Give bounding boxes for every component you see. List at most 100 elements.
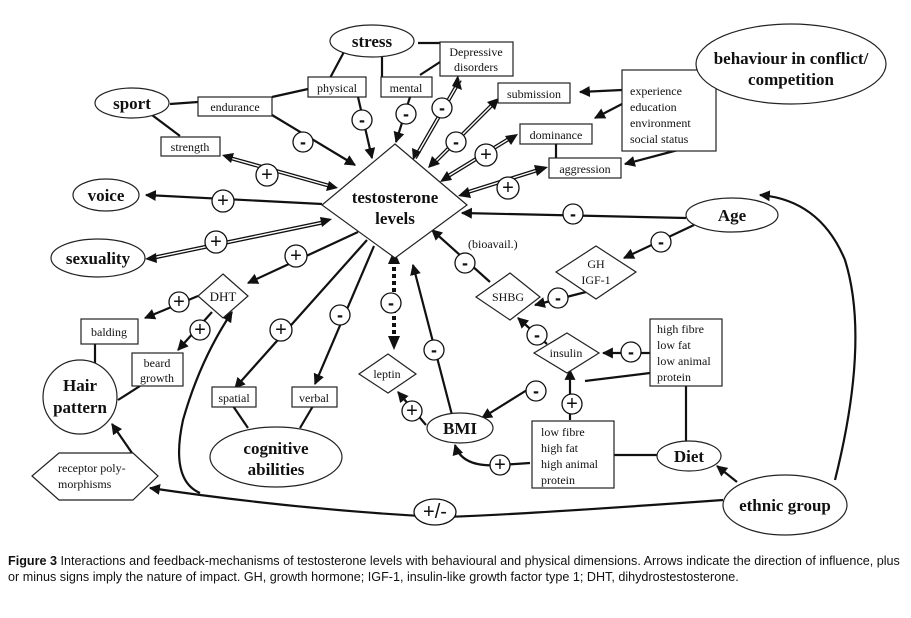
svg-text:leptin: leptin xyxy=(373,367,400,381)
svg-text:+: + xyxy=(217,190,229,212)
edge-testosterone-spatial xyxy=(234,239,368,389)
svg-text:+: + xyxy=(275,319,287,341)
svg-text:aggression: aggression xyxy=(559,162,610,176)
signs: - - - - - + + + + + + + + + - - - + - - … xyxy=(168,97,672,526)
sign-minus: - xyxy=(292,131,314,153)
svg-text:+: + xyxy=(494,454,506,476)
sign-plus: + xyxy=(496,176,520,200)
svg-text:-: - xyxy=(658,232,664,252)
sign-minus: - xyxy=(423,339,445,361)
sign-minus: - xyxy=(445,131,467,153)
box-healthy-diet: high fibre low fat low animal protein xyxy=(649,318,723,387)
svg-text:high fat: high fat xyxy=(541,441,579,455)
bioavail-label: (bioavail.) xyxy=(468,237,518,251)
svg-text:GH: GH xyxy=(587,257,605,271)
sign-minus: - xyxy=(351,109,373,131)
svg-text:behaviour in conflict/: behaviour in conflict/ xyxy=(714,49,869,68)
figure-caption: Figure 3 Interactions and feedback-mecha… xyxy=(8,553,903,585)
sign-minus: - xyxy=(547,287,569,309)
box-aggression: aggression xyxy=(548,157,622,179)
node-diet: Diet xyxy=(656,440,722,472)
svg-text:IGF-1: IGF-1 xyxy=(581,273,610,287)
svg-text:low fibre: low fibre xyxy=(541,425,585,439)
svg-text:dominance: dominance xyxy=(530,128,583,142)
svg-text:spatial: spatial xyxy=(218,391,250,405)
edge-ethnic-diet xyxy=(716,465,738,483)
svg-text:SHBG: SHBG xyxy=(492,290,524,304)
svg-text:high fibre: high fibre xyxy=(657,322,704,336)
svg-text:Diet: Diet xyxy=(674,447,705,466)
node-dht: DHT xyxy=(197,273,249,319)
sign-plus: + xyxy=(168,291,190,313)
sign-minus: - xyxy=(395,103,417,125)
sign-minus: - xyxy=(526,324,548,346)
edge-mental-depressive xyxy=(419,61,441,76)
box-dominance: dominance xyxy=(519,123,593,145)
sign-minus: - xyxy=(431,97,453,119)
edge-verbal-cognitive xyxy=(299,405,314,429)
svg-text:-: - xyxy=(555,288,561,308)
node-gh-igf1: GH IGF-1 xyxy=(554,245,638,300)
edge-spatial-cognitive xyxy=(232,405,249,429)
sign-minus: - xyxy=(454,252,476,274)
svg-text:-: - xyxy=(453,132,459,152)
node-ethnic-group: ethnic group xyxy=(722,474,848,536)
sign-plus: + xyxy=(204,230,228,254)
sign-plus: + xyxy=(561,393,583,415)
svg-text:-: - xyxy=(570,204,576,224)
sign-plus: + xyxy=(489,454,511,476)
svg-text:protein: protein xyxy=(657,370,691,384)
svg-text:low animal: low animal xyxy=(657,354,711,368)
svg-text:-: - xyxy=(628,342,634,362)
sign-plus: + xyxy=(284,244,308,268)
caption-text: Interactions and feedback-mechanisms of … xyxy=(8,554,900,584)
node-behaviour-in-conflict: behaviour in conflict/ competition xyxy=(695,23,887,105)
svg-text:-: - xyxy=(533,381,539,401)
svg-text:+: + xyxy=(261,164,273,186)
sign-plus: + xyxy=(401,400,423,422)
box-strength: strength xyxy=(160,136,221,157)
testosterone-interaction-diagram: stress physical mental Depressive disord… xyxy=(31,23,887,536)
svg-text:+: + xyxy=(173,291,185,313)
svg-text:Depressive: Depressive xyxy=(449,45,502,59)
svg-text:mental: mental xyxy=(390,81,423,95)
svg-text:balding: balding xyxy=(91,325,127,339)
svg-text:ethnic group: ethnic group xyxy=(739,496,831,515)
box-verbal: verbal xyxy=(291,386,338,408)
svg-text:Hair: Hair xyxy=(63,376,97,395)
node-cognitive-abilities: cognitive abilities xyxy=(209,426,343,488)
svg-text:cognitive: cognitive xyxy=(243,439,309,458)
svg-text:strength: strength xyxy=(171,140,210,154)
svg-text:education: education xyxy=(630,100,677,114)
svg-text:-: - xyxy=(534,325,540,345)
sign-plus: + xyxy=(255,163,279,187)
edge-endurance-testosterone xyxy=(271,114,356,166)
sign-minus: - xyxy=(562,203,584,225)
node-leptin: leptin xyxy=(357,353,418,394)
svg-text:sexuality: sexuality xyxy=(66,249,131,268)
edge-sport-strength xyxy=(151,114,181,137)
edge-experience-dominance xyxy=(594,103,623,119)
svg-text:+: + xyxy=(502,177,514,199)
svg-text:beard: beard xyxy=(144,356,171,370)
svg-text:-: - xyxy=(337,305,343,325)
svg-text:DHT: DHT xyxy=(210,289,237,304)
node-sport: sport xyxy=(94,87,170,119)
svg-text:-: - xyxy=(388,293,394,313)
sign-minus: - xyxy=(380,292,402,314)
svg-text:insulin: insulin xyxy=(550,346,583,360)
edge-sport-endurance xyxy=(169,100,199,106)
edge-receptor-hair xyxy=(111,423,133,454)
edge-experience-submission xyxy=(578,86,623,98)
box-submission: submission xyxy=(497,82,571,104)
edge-stress-physical xyxy=(329,49,346,79)
svg-text:BMI: BMI xyxy=(443,419,477,438)
svg-text:social status: social status xyxy=(630,132,689,146)
box-balding: balding xyxy=(80,318,139,345)
sign-plus-minus: +/- xyxy=(413,498,457,526)
svg-text:+: + xyxy=(406,400,418,422)
box-physical: physical xyxy=(307,76,367,98)
svg-text:verbal: verbal xyxy=(299,391,330,405)
sign-plus: + xyxy=(474,143,498,167)
edge-endurance-physical xyxy=(271,87,309,99)
